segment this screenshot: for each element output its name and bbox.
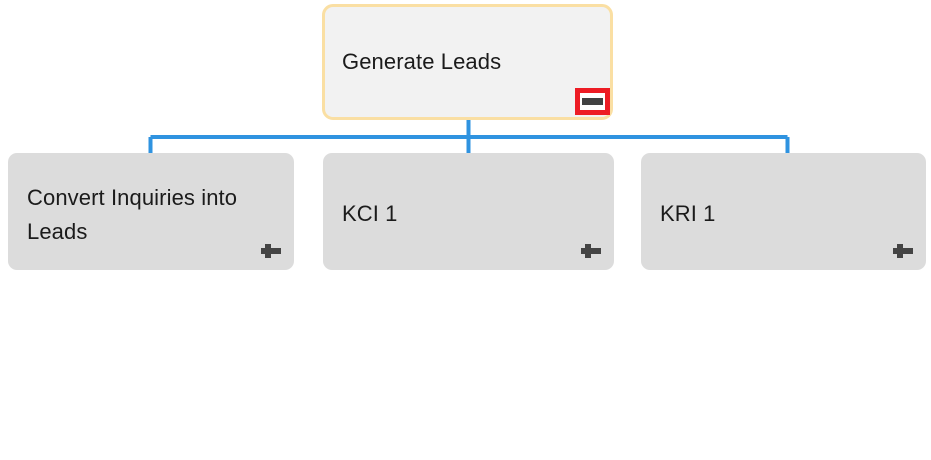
node-label: Convert Inquiries into Leads [27,185,238,244]
node-label: KCI 1 [342,201,398,226]
minus-icon [580,93,605,110]
node-label: Generate Leads [342,49,502,74]
plus-icon [581,248,601,254]
node-label: KRI 1 [660,201,716,226]
plus-icon [893,248,913,254]
expand-button[interactable] [578,238,604,264]
node-kri-1[interactable]: KRI 1 [641,153,926,270]
node-kci-1[interactable]: KCI 1 [323,153,614,270]
expand-button[interactable] [258,238,284,264]
collapse-button[interactable] [575,88,610,115]
plus-icon [261,248,281,254]
node-generate-leads[interactable]: Generate Leads [322,4,613,120]
expand-button[interactable] [890,238,916,264]
node-convert-inquiries-into-leads[interactable]: Convert Inquiries into Leads [8,153,294,270]
